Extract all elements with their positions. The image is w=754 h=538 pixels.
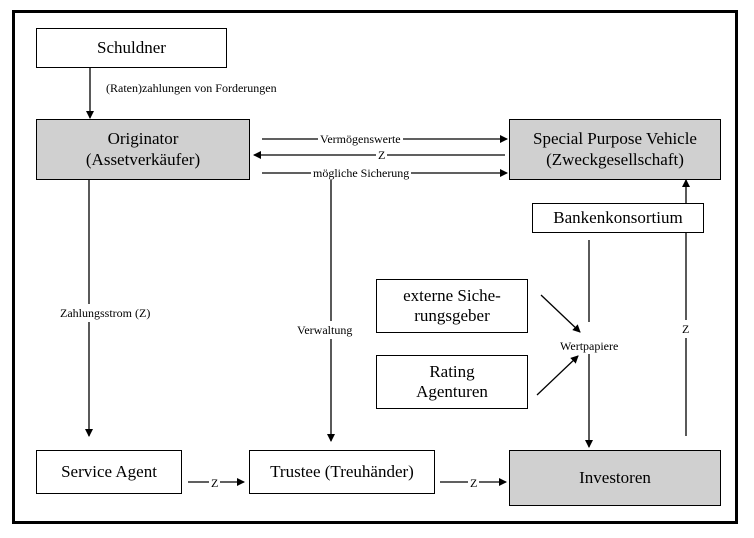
node-schuldner-label: Schuldner	[97, 37, 166, 57]
diagram-frame	[12, 10, 738, 524]
node-originator-label-1: Originator	[107, 129, 179, 149]
node-originator: Originator (Assetverkäufer)	[36, 119, 250, 180]
arrow-sicherungsgeber-wertpapiere	[540, 294, 581, 333]
node-originator-label-2: (Assetverkäufer)	[85, 149, 201, 169]
label-wertpapiere: Wertpapiere	[558, 338, 621, 354]
node-rating-agenturen: Rating Agenturen	[376, 355, 528, 409]
node-trustee: Trustee (Treuhänder)	[249, 450, 435, 494]
node-sicherungsgeber: externe Siche- rungsgeber	[376, 279, 528, 333]
label-zahlungsstrom: Zahlungsstrom (Z)	[58, 304, 153, 322]
label-vermoegenswerte: Vermögenswerte	[318, 132, 403, 146]
label-verwaltung: Verwaltung	[295, 321, 355, 339]
arrow-rating-wertpapiere	[536, 355, 579, 396]
label-ratenzahlungen: (Raten)zahlungen von Forderungen	[106, 81, 277, 95]
node-bankenkonsortium: Bankenkonsortium	[532, 203, 704, 233]
node-rating-label-1: Rating	[429, 361, 475, 381]
node-service-agent: Service Agent	[36, 450, 182, 494]
node-rating-label-2: Agenturen	[416, 382, 488, 401]
label-z-investoren-spv: Z	[681, 320, 691, 338]
node-spv: Special Purpose Vehicle (Zweckgesellscha…	[509, 119, 721, 180]
label-z-trustee-investoren: Z	[468, 476, 480, 490]
node-sicherungsgeber-label-2: rungsgeber	[414, 306, 490, 325]
node-spv-label-2: (Zweckgesellschaft)	[546, 149, 684, 169]
node-bankenkonsortium-label: Bankenkonsortium	[553, 207, 683, 227]
node-trustee-label: Trustee (Treuhänder)	[270, 461, 414, 481]
label-z-service-trustee: Z	[209, 476, 221, 490]
node-service-agent-label: Service Agent	[61, 461, 157, 481]
node-investoren-label: Investoren	[579, 467, 651, 487]
node-spv-label-1: Special Purpose Vehicle	[533, 129, 697, 149]
label-z-spv-originator: Z	[376, 148, 388, 162]
node-investoren: Investoren	[509, 450, 721, 506]
label-moegliche-sicherung: mögliche Sicherung	[311, 166, 412, 180]
node-schuldner: Schuldner	[36, 28, 227, 68]
node-sicherungsgeber-label-1: externe Siche-	[403, 285, 501, 305]
